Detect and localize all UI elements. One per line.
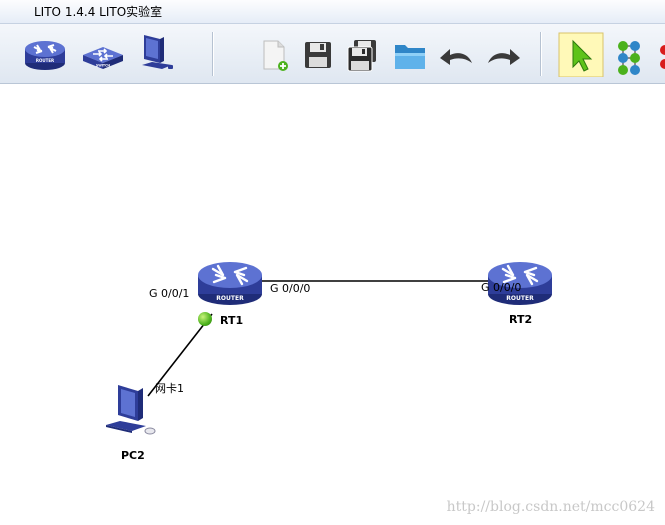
router-rt1[interactable]: ROUTER [197,256,263,306]
new-file-button[interactable] [252,29,298,77]
watermark: http://blog.csdn.net/mcc0624 [446,499,655,515]
svg-text:ROUTER: ROUTER [506,295,534,302]
switch-tool-button[interactable]: SWITCH [80,29,126,77]
svg-text:SWITCH: SWITCH [96,64,111,68]
link-rt1-pc2[interactable] [147,313,213,397]
router-tool-button[interactable]: ROUTER [22,29,68,77]
port-status-up-icon [198,312,212,326]
select-tool-button[interactable] [558,29,604,77]
pc-icon [142,35,173,69]
svg-text:ROUTER: ROUTER [216,295,244,302]
save-icon [305,42,331,68]
pointer-icon [558,32,604,77]
pc-pc2[interactable] [104,383,160,443]
switch-icon: SWITCH [83,47,123,69]
title-bar: LITO 1.4.4 LITO实验室 [0,0,665,24]
auto-layout-button[interactable] [606,29,652,77]
undo-button[interactable] [434,29,480,77]
redo-icon [488,49,520,65]
device-label-rt1: RT1 [220,314,244,327]
more-tools-icon[interactable] [655,42,665,82]
router-icon: ROUTER [25,41,65,70]
router-rt2[interactable]: ROUTER [487,256,553,306]
device-label-rt2: RT2 [509,313,533,326]
save-button[interactable] [295,29,341,77]
interface-label-rt1-g001: G 0/0/1 [149,287,190,300]
toolbar: ROUTER SWITCH [0,24,665,84]
router-icon: ROUTER [488,262,552,305]
redo-button[interactable] [480,29,526,77]
router-icon: ROUTER [198,262,262,305]
device-label-pc2: PC2 [121,449,145,462]
toolbar-separator [540,32,542,76]
folder-icon [395,45,425,69]
svg-text:ROUTER: ROUTER [36,58,54,63]
save-as-icon [347,40,376,72]
pc-tool-button[interactable] [134,29,180,77]
topology-icon [618,41,640,75]
interface-label-pc2-nic1: 网卡1 [155,382,184,395]
save-as-button[interactable] [340,29,386,77]
interface-label-rt1-g000: G 0/0/0 [270,282,311,295]
toolbar-separator [212,32,214,76]
pc-icon [106,385,156,435]
window-title: LITO 1.4.4 LITO实验室 [34,5,163,19]
new-file-icon [263,40,288,71]
open-button[interactable] [387,29,433,77]
undo-icon [440,49,472,65]
interface-label-rt2-g000: G 0/0/0 [481,281,522,294]
